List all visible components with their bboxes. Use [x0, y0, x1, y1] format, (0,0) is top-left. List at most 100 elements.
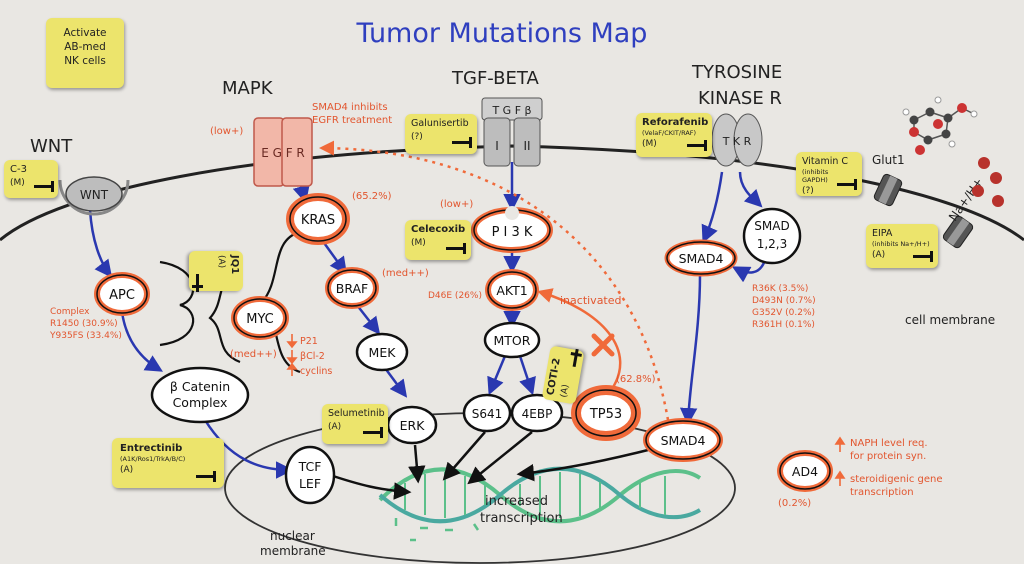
node-akt1: AKT1	[485, 269, 539, 311]
arrow-kras-braf	[320, 239, 348, 275]
arrow-smad4-smad4	[679, 274, 702, 426]
node-mek: MEK	[355, 332, 409, 372]
node-braf-label: BRAF	[336, 281, 369, 296]
increased-transcription-line1: increased	[485, 494, 548, 509]
drug-celecoxib[interactable]: Celecoxib (M)	[405, 220, 471, 260]
cell-membrane-label: cell membrane	[905, 313, 995, 327]
drug-reforafenib[interactable]: Reforafenib (VelaF/CKIT/RAF) (M)	[636, 113, 712, 157]
drug-jq1-code: (A)	[216, 255, 226, 269]
drug-selumetinib-code: (A)	[328, 422, 342, 432]
inhibitor-icon	[34, 181, 54, 192]
smad4-inhibits-line2: EGFR treatment	[312, 115, 392, 126]
node-ad4-label: AD4	[792, 464, 818, 479]
drug-eipa-name: EIPA	[872, 228, 893, 239]
smad-mutation-2: D493N (0.7%)	[752, 296, 816, 306]
node-pi3k-label: P I 3 K	[492, 225, 533, 240]
wnt-receptor-label: WNT	[80, 188, 109, 202]
arrow-erk-dna	[408, 444, 426, 484]
node-4ebp: 4EBP	[510, 393, 564, 433]
pathway-label-tk2: KINASE R	[698, 88, 782, 109]
node-beta-catenin-line1: β Catenin	[170, 379, 230, 394]
drug-galunisertib-code: (?)	[411, 132, 423, 142]
pathway-label-mapk: MAPK	[222, 78, 274, 99]
kras-pct-label: (65.2%)	[352, 191, 392, 202]
steroid-line1: steroidigenic gene	[850, 474, 942, 485]
myc-level-label: (med++)	[230, 349, 277, 360]
note-line2: AB-med	[64, 41, 106, 53]
drug-selumetinib-name: Selumetinib	[328, 408, 385, 419]
ad4-pct-label: (0.2%)	[778, 498, 811, 509]
pathway-label-tk1: TYROSINE	[691, 62, 782, 83]
braf-level-label: (med++)	[382, 268, 429, 279]
drug-galunisertib[interactable]: Galunisertib (?)	[405, 114, 477, 154]
note-line3: NK cells	[64, 55, 106, 67]
node-tcf-label: TCF	[298, 459, 322, 474]
node-tp53-label: TP53	[589, 407, 622, 422]
node-mek-label: MEK	[369, 345, 397, 360]
node-braf: BRAF	[325, 267, 379, 309]
inhibitor-icon	[193, 274, 203, 288]
node-kras-label: KRAS	[301, 213, 335, 228]
inhibitor-icon	[452, 137, 472, 148]
node-4ebp-label: 4EBP	[522, 407, 553, 421]
drug-eipa[interactable]: EIPA (inhibits Na+/H+) (A)	[866, 224, 938, 268]
node-smad123-line1: SMAD	[754, 219, 789, 233]
smad-mutation-1: R36K (3.5%)	[752, 284, 808, 294]
node-apc-label: APC	[109, 288, 135, 303]
drug-jq1[interactable]: JQ1 (A)	[189, 251, 243, 291]
node-s641: S641	[462, 393, 512, 433]
myc-p21-label: P21	[300, 336, 318, 347]
inhibitor-icon	[837, 179, 857, 190]
bracket-apc-myc	[159, 260, 195, 347]
node-smad4-top: SMAD4	[664, 239, 738, 277]
nuclear-membrane-line1: nuclear	[270, 529, 315, 543]
ad4-effect-arrows	[834, 436, 846, 486]
tgfb-top-label: T G F β	[491, 104, 531, 117]
wnt-receptor-cup	[58, 179, 130, 216]
inactivated-x-icon	[591, 333, 615, 357]
node-kras: KRAS	[286, 193, 350, 245]
drug-selumetinib[interactable]: Selumetinib (A)	[322, 404, 388, 444]
inhibitor-icon	[363, 427, 383, 438]
myc-effect-arrows	[286, 334, 298, 376]
arrow-apc-catenin	[120, 311, 164, 372]
pathway-label-tgf: TGF-BETA	[451, 68, 539, 89]
tgfb-i-label: I	[495, 139, 499, 153]
inhibitor-icon	[687, 140, 707, 151]
apc-mutation-line1: Complex	[50, 307, 90, 317]
drug-vitamin-c-code: (?)	[802, 186, 814, 196]
drug-c3[interactable]: C-3 (M)	[4, 160, 58, 198]
drug-eipa-target: (inhibits Na+/H+)	[872, 240, 930, 248]
pathway-label-wnt: WNT	[30, 136, 73, 157]
node-smad4-bottom-label: SMAD4	[661, 433, 706, 448]
arrow-catenin-tcf	[203, 419, 294, 479]
smad-mutation-3: G352V (0.2%)	[752, 308, 815, 318]
drug-entrectinib-name: Entrectinib	[120, 443, 183, 454]
naph-line2: for protein syn.	[850, 451, 926, 462]
arrow-mek-erk	[383, 367, 408, 398]
tkr-receptor: T K R	[711, 113, 763, 167]
drug-reforafenib-name: Reforafenib	[642, 117, 709, 128]
node-tp53: TP53	[571, 385, 641, 441]
node-smad4-top-label: SMAD4	[679, 251, 724, 266]
node-ad4: AD4	[777, 450, 833, 492]
drug-entrectinib[interactable]: Entrectinib (A1K/Ros1/TrkA/B/C) (A)	[112, 438, 224, 488]
node-smad123: SMAD 1,2,3	[742, 207, 802, 265]
arrow-smad4-dna	[516, 448, 649, 482]
arrow-smad4-egfr-dotted	[319, 140, 670, 421]
node-erk: ERK	[386, 405, 438, 445]
egfr-receptor: E G F R	[253, 117, 313, 187]
node-apc: APC	[94, 272, 150, 316]
apc-mutation-line2: R1450 (30.9%)	[50, 319, 118, 329]
glut1-label: Glut1	[872, 153, 905, 167]
node-s641-label: S641	[472, 407, 503, 421]
drug-vitamin-c[interactable]: Vitamin C (inhibits GAPDH) (?)	[796, 152, 862, 196]
node-smad123-line2: 1,2,3	[757, 237, 788, 251]
inhibitor-icon	[196, 471, 216, 482]
inhibitor-icon	[446, 243, 466, 254]
node-mtor-label: MTOR	[494, 333, 531, 348]
apc-mutation-line3: Y935FS (33.4%)	[49, 331, 122, 341]
drug-vitamin-c-target: (inhibits GAPDH)	[802, 168, 829, 184]
arrow-s641-dna	[442, 431, 486, 481]
